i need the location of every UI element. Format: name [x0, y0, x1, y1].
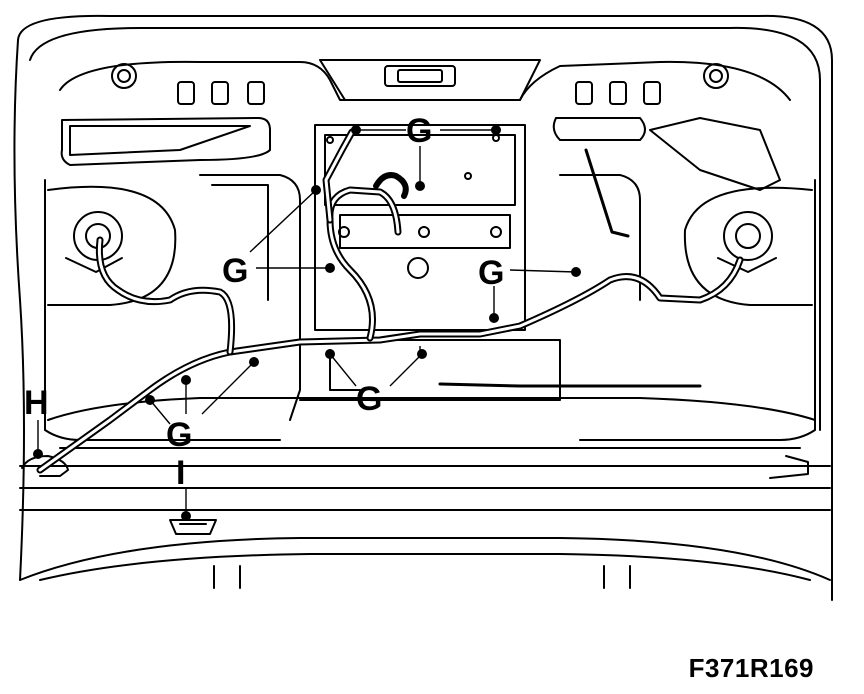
callout-i: I: [176, 454, 185, 492]
bumper-left: [169, 519, 217, 535]
callout-g-lower-left: G: [166, 416, 192, 454]
sill-hook-right: [769, 455, 809, 479]
center-lower-region: [299, 339, 561, 401]
left-lamp-bracket: [65, 257, 123, 273]
fastener-6: [326, 136, 334, 144]
center-boss: [407, 257, 429, 279]
callout-g-top: G: [406, 112, 432, 150]
callout-h: H: [24, 384, 49, 422]
upper-vertical-branch-core: [324, 130, 354, 222]
callout-dot: [181, 511, 191, 521]
light-lens: [384, 65, 456, 87]
slot-2: [211, 81, 229, 105]
right-lamp-bracket: [717, 257, 777, 273]
slot-1: [177, 81, 195, 105]
right-vertical-member: [559, 174, 641, 301]
left-side-curve: [13, 39, 25, 581]
light-lens-inner: [397, 69, 443, 83]
slot-5: [609, 81, 627, 105]
center-loop-branch-core: [328, 188, 400, 340]
fastener-2: [418, 226, 430, 238]
leader-g-left: [249, 189, 330, 269]
callout-dot: [325, 263, 335, 273]
main-harness: [36, 256, 744, 474]
leader-g-lower-left: [149, 361, 255, 425]
callout-dot: [417, 349, 427, 359]
callout-dot: [415, 181, 425, 191]
callout-dot: [33, 449, 43, 459]
left-upper-cavity-inner: [69, 125, 251, 156]
callout-dot: [249, 357, 259, 367]
fastener-3: [490, 226, 502, 238]
tailgate-inner-frame: [29, 26, 821, 431]
upper-rim: [59, 60, 791, 101]
callout-dot: [325, 349, 335, 359]
center-loop-branch: [326, 186, 402, 342]
callout-dot: [311, 185, 321, 195]
lid-bottom-inner: [39, 553, 811, 581]
center-lower-strap: [329, 349, 361, 391]
callout-dot: [351, 125, 361, 135]
left-vertical-member: [199, 174, 301, 421]
fastener-4: [464, 172, 472, 180]
left-lamp-branch-core: [97, 238, 234, 354]
right-lamp-recess: [683, 186, 813, 306]
right-lamp-socket-inner: [735, 223, 761, 249]
mount-hole-left-inner: [117, 69, 131, 83]
callout-dot: [571, 267, 581, 277]
fastener-5: [492, 134, 500, 142]
callout-dot: [181, 375, 191, 385]
light-housing: [319, 59, 541, 101]
right-upper-bracket: [552, 117, 646, 141]
callout-g-right: G: [478, 254, 504, 292]
right-lamp-socket: [723, 211, 773, 261]
leader-g-right: [493, 269, 577, 318]
main-harness-core: [38, 258, 742, 472]
mount-hole-right: [703, 63, 729, 89]
callout-g-bottom: G: [356, 380, 382, 418]
fastener-1: [338, 226, 350, 238]
figure-id: F371R169: [688, 653, 814, 683]
lower-sill-top: [47, 397, 816, 421]
left-vertical-member-inner: [211, 184, 269, 301]
slot-4: [575, 81, 593, 105]
right-inner-panel: [579, 179, 816, 441]
center-plate: [314, 124, 526, 331]
callout-g-left: G: [222, 252, 248, 290]
mount-hole-right-inner: [709, 69, 723, 83]
lower-cable: [438, 382, 702, 388]
sill-hook-left: [21, 455, 69, 477]
left-lamp-branch: [95, 236, 236, 356]
connector-loop: [373, 172, 409, 199]
callout-dot: [145, 395, 155, 405]
center-lower-plate: [339, 214, 511, 249]
tailgate-outer-frame: [17, 14, 833, 601]
callout-dot: [491, 125, 501, 135]
slot-6: [643, 81, 661, 105]
leader-g-top: [356, 129, 496, 184]
lid-bottom-outer: [19, 537, 831, 581]
right-upper-plate: [649, 117, 781, 191]
mount-hole-left: [111, 63, 137, 89]
slot-3: [247, 81, 265, 105]
right-cable: [584, 148, 630, 238]
callout-dot: [489, 313, 499, 323]
left-upper-cavity: [60, 117, 271, 166]
